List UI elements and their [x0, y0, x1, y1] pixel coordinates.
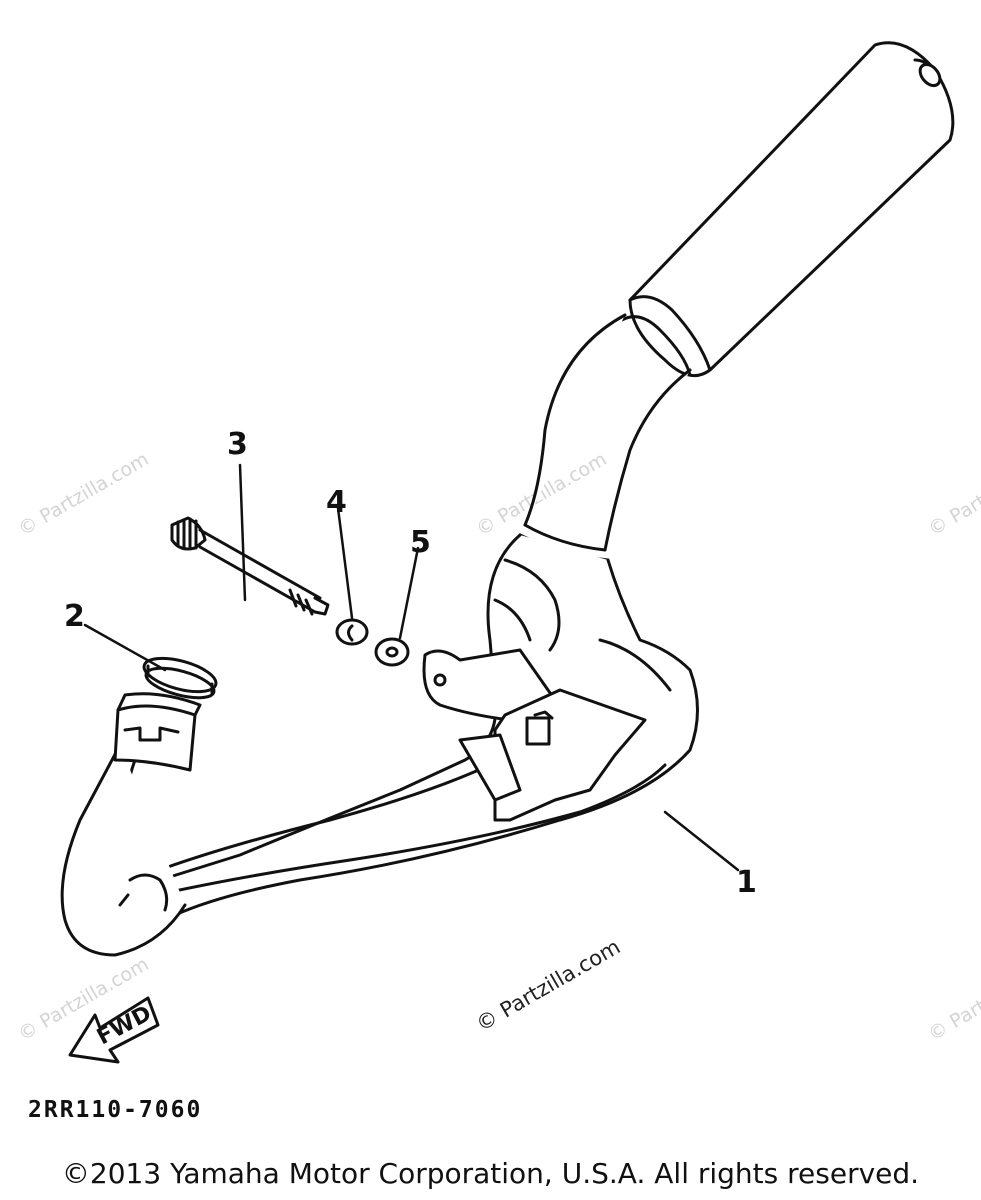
part-number-5: 5: [410, 525, 431, 560]
part-number-1: 1: [736, 865, 757, 900]
forward-arrow-icon: [68, 996, 160, 1064]
lock-washer-shape: [335, 618, 369, 646]
copyright-notice: ©2013 Yamaha Motor Corporation, U.S.A. A…: [61, 1157, 920, 1190]
part-number-4: 4: [326, 485, 347, 520]
plain-washer-shape: [374, 637, 410, 667]
bolt-shape: [170, 516, 330, 616]
exhaust-pipe-shape: [60, 313, 699, 957]
leader-lines: [83, 463, 740, 872]
part-number-3: 3: [227, 427, 248, 462]
muffler-shape: [620, 41, 955, 378]
clamp-shape: [142, 656, 218, 700]
part-number-2: 2: [64, 599, 85, 634]
diagram-code: 2RR110-7060: [28, 1097, 203, 1123]
